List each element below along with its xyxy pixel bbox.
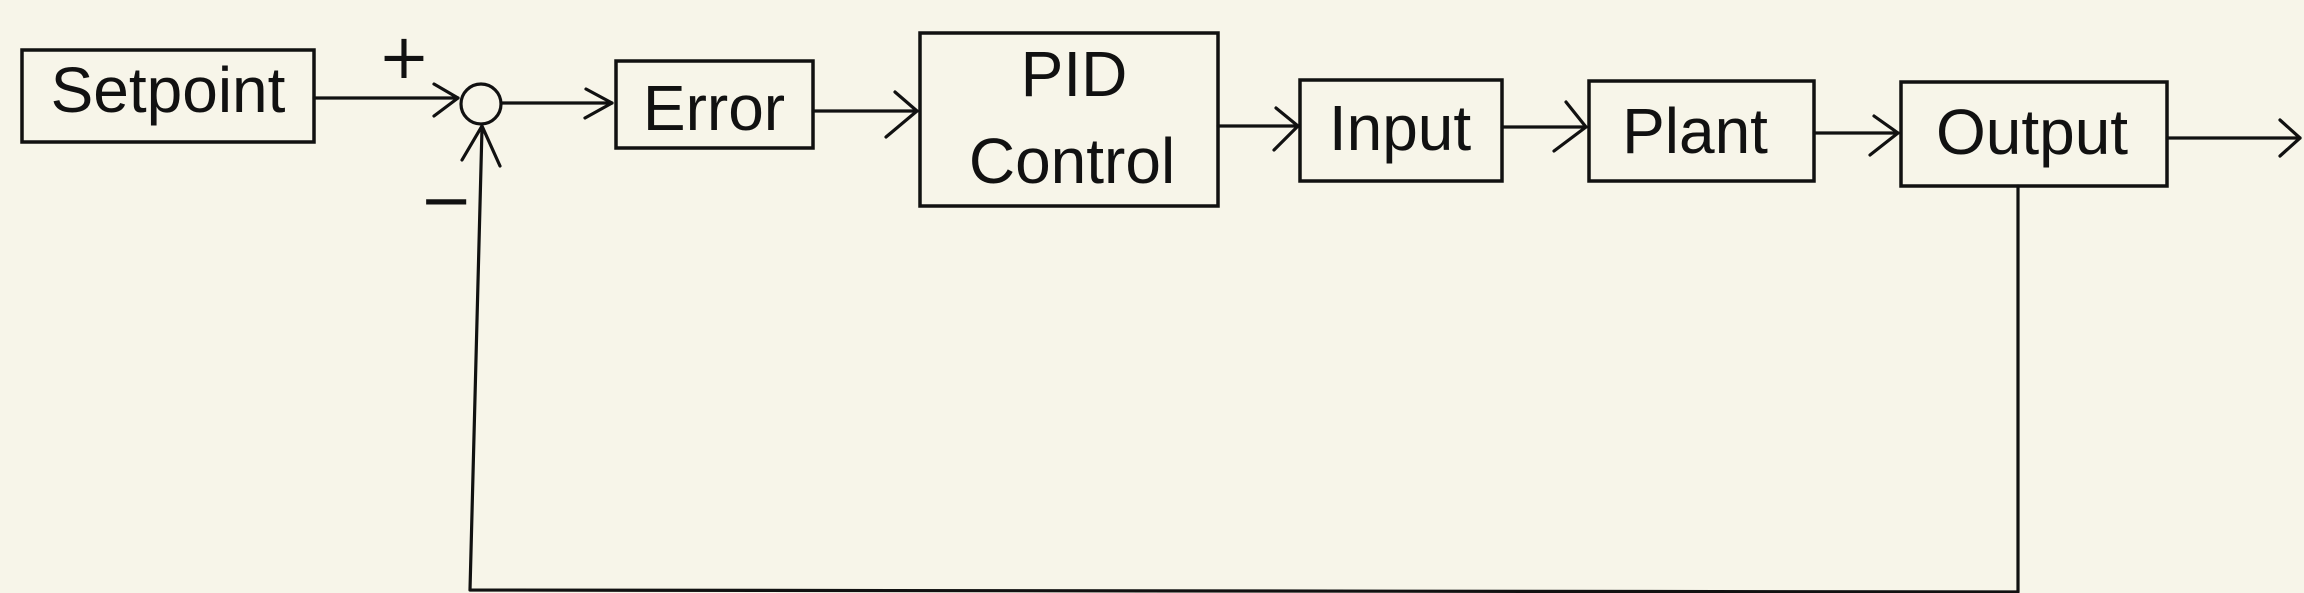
plus-sign: + [378, 20, 430, 93]
arrow-head [2278, 118, 2302, 158]
output-box [1899, 80, 2169, 188]
output-block: Output [1899, 80, 2169, 188]
setpoint-box [20, 48, 316, 144]
summing-junction-circle [459, 82, 503, 126]
minus-sign: − [419, 164, 473, 238]
arrow-head [884, 90, 919, 139]
feedback-path [460, 124, 2020, 593]
pid-label-line1: PID [1021, 38, 1128, 110]
forward-path [312, 82, 2302, 158]
arrow-head [432, 82, 460, 118]
arrow-input-to-plant [1500, 100, 1588, 153]
feedback-line [468, 126, 2020, 593]
arrow-head [1552, 100, 1588, 153]
arrow-plant-to-output [1812, 114, 1900, 157]
output-label: Output [1936, 96, 2128, 168]
arrow-setpoint-to-junction [312, 82, 460, 118]
pid-control-box [918, 31, 1220, 208]
setpoint-label: Setpoint [51, 54, 286, 126]
arrow-head [1868, 114, 1900, 157]
feedback-arrow-head [460, 124, 502, 168]
arrow-output-exit [2165, 118, 2302, 158]
arrow-error-to-pid [811, 90, 919, 139]
plant-box [1587, 79, 1816, 183]
arrow-head [583, 87, 614, 120]
input-label: Input [1329, 92, 1472, 164]
pid-control-block: PID Control [918, 31, 1220, 208]
pid-label-line2: Control [969, 125, 1175, 197]
input-block: Input [1298, 78, 1504, 183]
input-box [1298, 78, 1504, 183]
arrow-pid-to-input [1216, 106, 1300, 152]
error-block: Error [614, 59, 815, 150]
arrow-junction-to-error [500, 87, 614, 120]
arrow-head [1272, 106, 1300, 152]
summing-junction: + − [378, 20, 503, 238]
plant-label: Plant [1622, 95, 1768, 167]
error-label: Error [643, 72, 785, 144]
setpoint-block: Setpoint [20, 48, 316, 144]
plant-block: Plant [1587, 79, 1816, 183]
error-box [614, 59, 815, 150]
